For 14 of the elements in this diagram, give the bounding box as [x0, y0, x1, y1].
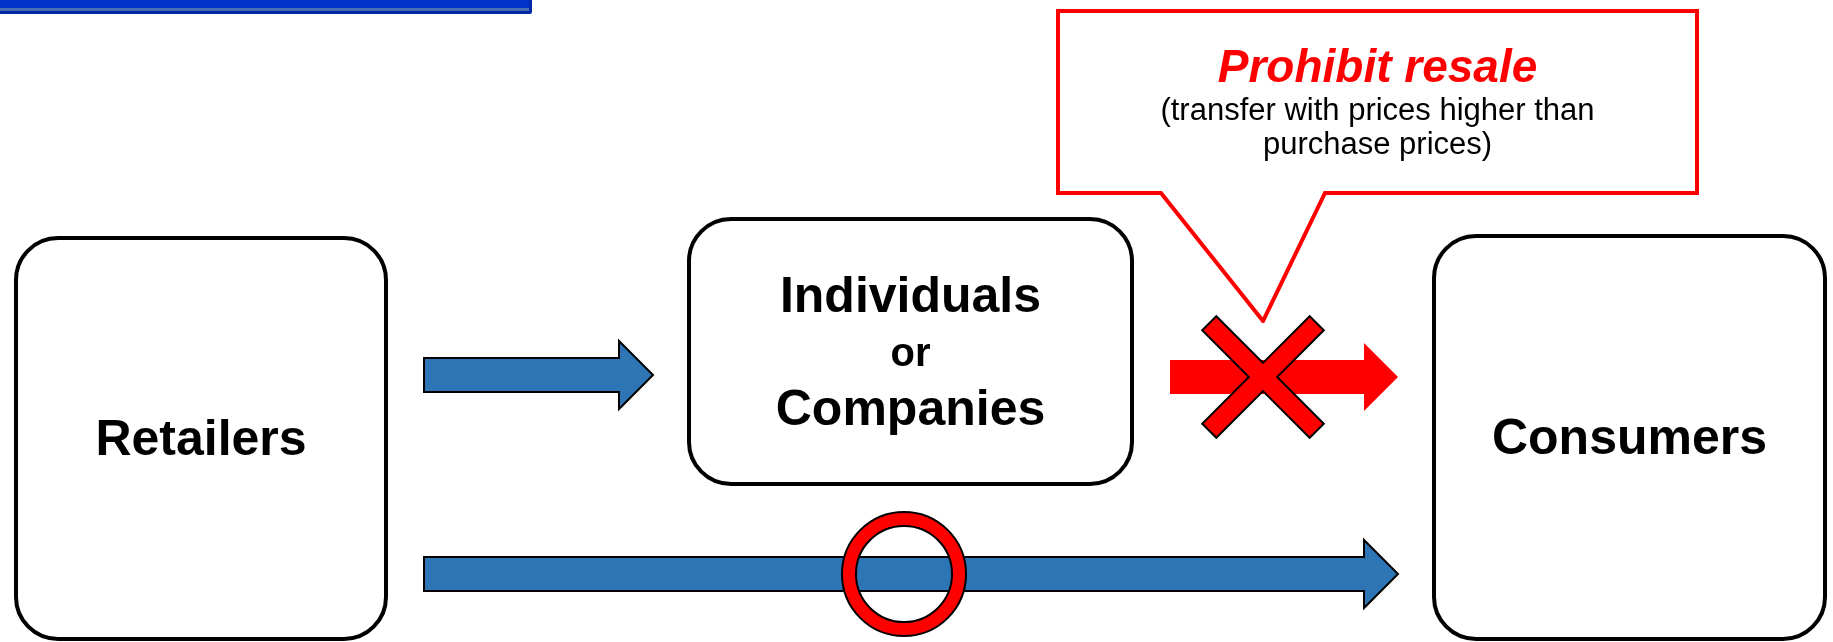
node-label: Consumers [1491, 408, 1768, 468]
rounded-box [1432, 234, 1827, 641]
node-label: Retailers [95, 409, 307, 469]
node-label: Companies [775, 378, 1046, 438]
node-label: Individuals [779, 266, 1042, 325]
callout-note: (transfer with prices higher than purchase prices) [1159, 93, 1596, 162]
rounded-box [687, 217, 1134, 486]
block-arrow [423, 338, 655, 412]
node-label: or [890, 328, 931, 376]
block-arrow [423, 537, 1400, 611]
banner-bar [0, 0, 532, 14]
callout-box [1056, 9, 1699, 323]
callout-heading: Prohibit resale [1217, 40, 1538, 94]
rounded-box [14, 236, 388, 641]
